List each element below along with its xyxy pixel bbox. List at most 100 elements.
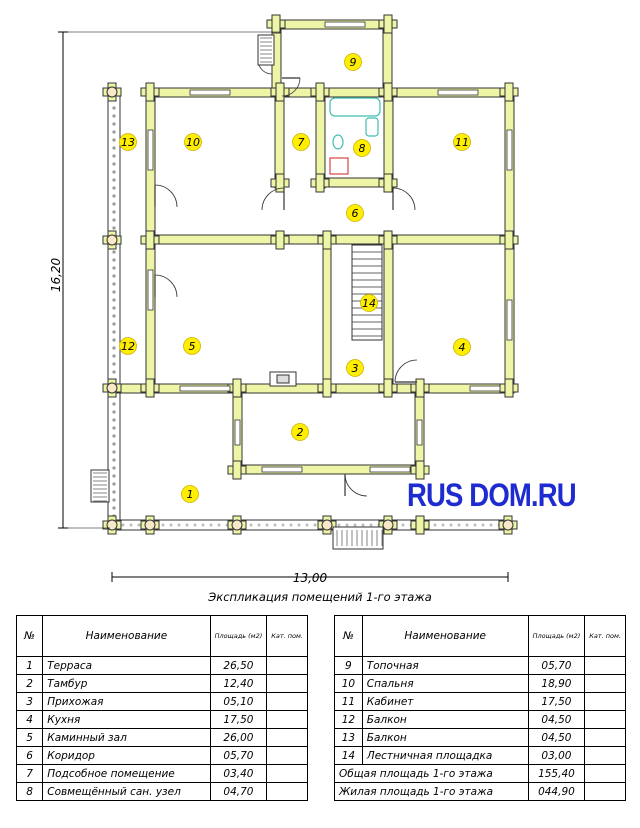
railing-post xyxy=(112,370,116,374)
room-area: 05,70 xyxy=(527,656,586,675)
railing-post xyxy=(112,146,116,150)
room-category xyxy=(266,710,308,729)
room-number-label: 11 xyxy=(455,136,469,149)
room-number: 4 xyxy=(15,710,44,729)
railing-post xyxy=(121,523,125,527)
log-end xyxy=(275,230,285,250)
brand-logo: RUS DOM.RU xyxy=(407,477,577,513)
railing-post xyxy=(112,330,116,334)
railing-post xyxy=(209,523,213,527)
room-area: 04,50 xyxy=(527,710,586,729)
room-name: Кабинет xyxy=(361,692,529,711)
window xyxy=(369,466,411,473)
railing-post xyxy=(112,442,116,446)
railing-post xyxy=(112,458,116,462)
total-category xyxy=(584,764,626,783)
room-number-label: 6 xyxy=(352,207,359,220)
log-end xyxy=(271,14,281,34)
railing-post xyxy=(112,130,116,134)
window xyxy=(261,466,303,473)
window xyxy=(506,299,513,341)
wall-segment xyxy=(274,87,285,189)
header-category: Кат. пом. xyxy=(266,615,308,657)
room-category xyxy=(584,692,626,711)
room-number: 6 xyxy=(15,746,44,765)
railing-post xyxy=(112,450,116,454)
room-marker: 1 xyxy=(181,485,199,503)
room-name: Совмещённый сан. узел xyxy=(42,782,211,801)
room-number-label: 3 xyxy=(352,362,359,375)
log-end xyxy=(315,82,325,102)
log-end xyxy=(383,173,393,193)
room-marker-circle xyxy=(183,337,201,355)
room-number: 13 xyxy=(334,728,363,747)
railing-post xyxy=(112,474,116,478)
plan-walls xyxy=(102,14,519,535)
room-area: 12,40 xyxy=(209,674,268,693)
log-end xyxy=(504,230,514,250)
wall-segment xyxy=(322,243,332,385)
room-category xyxy=(266,674,308,693)
room-name: Терраса xyxy=(42,656,211,675)
railing-post xyxy=(137,523,141,527)
railing-post xyxy=(457,523,461,527)
railing-post xyxy=(112,226,116,230)
room-marker-circle xyxy=(346,204,364,222)
explication-caption: Экспликация помещений 1-го этажа xyxy=(208,590,432,604)
room-marker: 7 xyxy=(292,133,310,151)
staircase xyxy=(351,244,383,341)
door-swing xyxy=(154,274,178,298)
room-number: 1 xyxy=(15,656,44,675)
log-end xyxy=(383,82,393,102)
room-number-label: 2 xyxy=(297,426,304,439)
height-dimension: 16,20 xyxy=(49,257,63,292)
railing-post xyxy=(441,523,445,527)
room-marker-circle xyxy=(181,485,199,503)
room-number: 3 xyxy=(15,692,44,711)
room-number-label: 13 xyxy=(121,136,135,149)
room-category xyxy=(266,692,308,711)
room-marker-circle xyxy=(360,294,378,312)
window xyxy=(234,419,241,446)
terrace-column xyxy=(382,519,394,531)
room-number: 2 xyxy=(15,674,44,693)
room-marker-circle xyxy=(453,338,471,356)
railing-post xyxy=(249,523,253,527)
railing-post xyxy=(112,106,116,110)
railing-post xyxy=(112,306,116,310)
room-name: Каминный зал xyxy=(42,728,211,747)
terrace-column xyxy=(106,519,118,531)
railing-post xyxy=(489,523,493,527)
railing-post xyxy=(337,523,341,527)
room-area: 26,00 xyxy=(209,728,268,747)
log-end xyxy=(504,378,514,398)
railing-post xyxy=(369,523,373,527)
header-name: Наименование xyxy=(361,615,529,657)
railing-post xyxy=(112,410,116,414)
log-end xyxy=(145,82,155,102)
header-category: Кат. пом. xyxy=(584,615,626,657)
room-number-label: 4 xyxy=(459,341,466,354)
log-end xyxy=(232,460,242,480)
room-category xyxy=(266,728,308,747)
railing-post xyxy=(169,523,173,527)
railing-post xyxy=(313,523,317,527)
room-number: 8 xyxy=(15,782,44,801)
log-end xyxy=(383,14,393,34)
room-number-label: 5 xyxy=(189,340,196,353)
railing-post xyxy=(112,338,116,342)
railing-post xyxy=(273,523,277,527)
room-category xyxy=(266,656,308,675)
railing-post xyxy=(465,523,469,527)
railing-post xyxy=(112,258,116,262)
room-category xyxy=(266,782,308,801)
